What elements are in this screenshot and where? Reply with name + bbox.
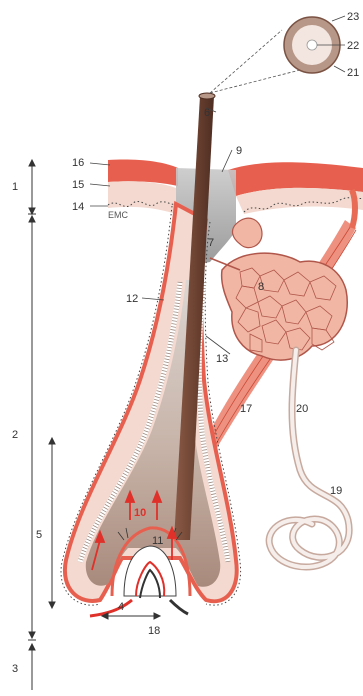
label-4: 4 bbox=[118, 601, 124, 613]
label-11: 11 bbox=[152, 535, 163, 547]
label-5: 5 bbox=[36, 529, 42, 541]
label-20: 20 bbox=[296, 403, 308, 415]
label-12: 12 bbox=[126, 293, 138, 305]
label-1: 1 bbox=[12, 181, 18, 193]
skin-layers bbox=[108, 159, 363, 268]
label-13: 13 bbox=[216, 353, 228, 365]
sebaceous-gland bbox=[210, 218, 347, 360]
cross-section-inset bbox=[210, 16, 345, 93]
label-3: 3 bbox=[12, 663, 18, 675]
label-2: 2 bbox=[12, 429, 18, 441]
label-10: 10 bbox=[134, 507, 146, 519]
label-23: 23 bbox=[347, 11, 359, 23]
sweat-gland bbox=[269, 350, 349, 567]
label-16: 16 bbox=[72, 157, 84, 169]
label-22: 22 bbox=[347, 40, 359, 52]
label-19: 19 bbox=[330, 485, 342, 497]
label-6: 6 bbox=[204, 107, 210, 119]
label-7: 7 bbox=[208, 237, 214, 249]
label-18: 18 bbox=[148, 625, 160, 637]
label-8: 8 bbox=[258, 281, 264, 293]
follicle-body bbox=[61, 204, 241, 605]
label-emc: EMC bbox=[108, 210, 129, 220]
label-14: 14 bbox=[72, 201, 84, 213]
label-15: 15 bbox=[72, 179, 84, 191]
label-21: 21 bbox=[347, 67, 359, 79]
label-9: 9 bbox=[236, 145, 242, 157]
dermis-right bbox=[236, 188, 363, 214]
label-17: 17 bbox=[240, 403, 252, 415]
